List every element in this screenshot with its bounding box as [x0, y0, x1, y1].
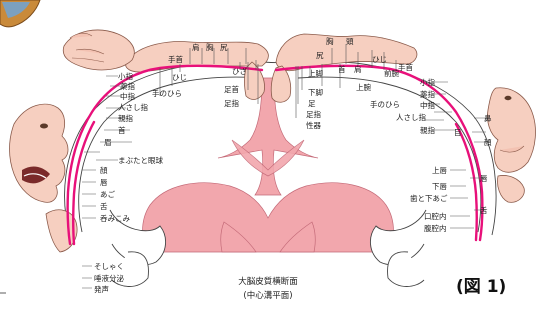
label-right-face: 顔 — [484, 137, 492, 147]
label-left-index-finger: 人さし指 — [118, 102, 148, 112]
label-left-neck: 首 — [118, 125, 126, 135]
label-left-jaw: あご — [100, 189, 115, 199]
label-right-middle-finger: 中指 — [420, 100, 435, 110]
label-left-middle-finger: 中指 — [120, 91, 135, 101]
label-right-mouth-inside: 口腔内 — [424, 211, 447, 221]
label-right-lips: 唇 — [480, 174, 488, 183]
label-right-index-finger: 人さし指 — [396, 112, 426, 122]
label-left-tongue: 舌 — [100, 201, 108, 211]
label-left-brow: 眉 — [104, 138, 112, 147]
label-left-knee: ひざ — [232, 66, 247, 76]
label-right-upper-arm: 上腕 — [356, 82, 371, 92]
label-left-elbow: ひじ — [172, 73, 187, 82]
label-right-thumb: 親指 — [420, 125, 435, 135]
label-left-face: 顔 — [100, 165, 108, 175]
label-right-hip: 尻 — [316, 51, 324, 60]
label-left-vocalization: 発声 — [94, 284, 109, 294]
label-right-abdomen-inside: 腹腔内 — [424, 223, 447, 233]
label-right-ring-finger: 薬指 — [420, 89, 435, 99]
label-left-chewing: そしゃく — [94, 262, 124, 271]
label-right-genitals: 性器 — [306, 120, 321, 130]
label-right-chest: 胸 — [326, 36, 334, 46]
label-right-shoulder: 肩 — [354, 64, 362, 74]
label-right-toes: 足指 — [306, 109, 321, 119]
label-right-elbow: ひじ — [372, 55, 387, 64]
caption-title: 大脳皮質横断面 — [238, 276, 298, 287]
label-left-ring-finger: 薬指 — [120, 81, 135, 91]
label-right-upper-leg: 上脚 — [308, 68, 323, 78]
label-left-eyelid-eyeball: まぶたと眼球 — [118, 155, 163, 165]
label-left-palm: 手のひら — [152, 88, 182, 98]
label-right-palm: 手のひら — [370, 99, 400, 109]
caption: 大脳皮質横断面 (中心溝平面) — [238, 276, 298, 301]
label-left-lips: 唇 — [100, 178, 108, 187]
label-left-wrist: 手首 — [168, 54, 183, 64]
label-right-teeth-jaw: 歯と下あご — [410, 193, 448, 203]
label-right-neck: 首 — [338, 64, 346, 74]
label-right-head: 頭 — [346, 37, 354, 46]
figure-label: (図 1) — [456, 277, 506, 297]
label-left-swallowing: 呑みこみ — [100, 213, 130, 223]
label-right-foot: 足 — [308, 99, 316, 108]
label-left-little-finger: 小指 — [118, 71, 133, 81]
label-left-chest: 胸 — [206, 42, 214, 52]
label-right-eye: 目 — [454, 128, 462, 137]
label-left-salivation: 唾液分泌 — [94, 273, 124, 283]
label-right-nose: 鼻 — [484, 113, 492, 123]
label-left-hip: 尻 — [220, 43, 228, 52]
label-left-thumb: 親指 — [118, 113, 133, 123]
label-right-little-finger: 小指 — [420, 77, 435, 87]
caption-subtitle: (中心溝平面) — [243, 290, 292, 301]
label-left-shoulder: 肩 — [192, 42, 200, 52]
label-right-tongue: 舌 — [480, 205, 488, 215]
label-left-ankle: 足首 — [224, 84, 239, 94]
label-right-upper-lip: 上唇 — [432, 166, 447, 175]
corner-decoration — [0, 0, 40, 27]
label-left-toes: 足指 — [224, 98, 239, 108]
label-right-wrist: 手首 — [398, 62, 413, 72]
label-right-lower-lip: 下唇 — [432, 182, 447, 191]
label-right-lower-leg: 下脚 — [308, 87, 323, 97]
